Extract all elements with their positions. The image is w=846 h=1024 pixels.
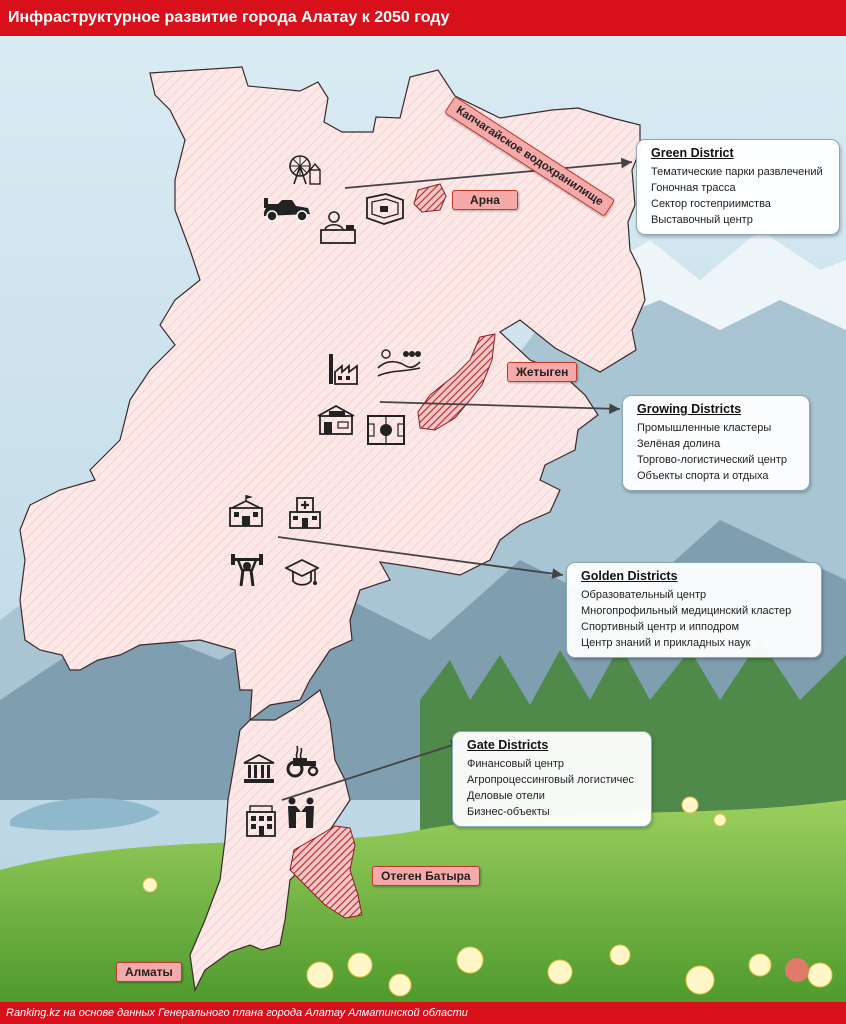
golden-districts-arrow	[277, 536, 564, 579]
green-district-card: Green District Тематические парки развле…	[636, 139, 840, 235]
list-item: Сектор гостеприимства	[651, 198, 771, 210]
reception-desk-icon	[320, 211, 356, 244]
list-item: Гоночная трасса	[651, 182, 736, 194]
list-item: Агропроцессинговый логистичес	[467, 774, 634, 786]
golden-districts-title: Golden Districts	[581, 569, 678, 583]
list-item: Объекты спорта и отдыха	[637, 470, 769, 482]
race-car-icon	[264, 198, 310, 222]
ferris-wheel-icon	[289, 155, 321, 185]
arna-zone	[413, 183, 447, 213]
hotel-icon	[246, 805, 276, 837]
stadium-icon	[367, 415, 405, 445]
arna-label: Арна	[452, 190, 518, 210]
list-item: Выставочный центр	[651, 214, 753, 226]
gate-districts-list: Финансовый центр Агропроцессинговый логи…	[467, 756, 639, 820]
flowers	[142, 796, 833, 997]
weightlifter-icon	[231, 554, 263, 587]
list-item: Зелёная долина	[637, 438, 721, 450]
school-icon	[229, 495, 263, 527]
otegen-zone	[289, 825, 363, 919]
zhetygen-zone	[417, 333, 496, 431]
valley-icon	[377, 349, 421, 377]
list-item: Финансовый центр	[467, 758, 564, 770]
list-item: Деловые отели	[467, 790, 545, 802]
hospital-icon	[289, 497, 321, 529]
zhetygen-label: Жетыген	[507, 362, 578, 382]
growing-districts-list: Промышленные кластеры Зелёная долина Тор…	[637, 420, 797, 484]
handshake-icon	[288, 797, 314, 828]
list-item: Образовательный центр	[581, 589, 707, 601]
list-item: Центр знаний и прикладных наук	[581, 637, 751, 649]
otegen-batyr-label: Отеген Батыра	[372, 866, 480, 886]
growing-districts-title: Growing Districts	[637, 402, 742, 416]
mountain-snow	[600, 230, 846, 330]
factory-icon	[329, 354, 358, 385]
list-item: Бизнес-объекты	[467, 806, 550, 818]
list-item: Торгово-логистический центр	[637, 454, 788, 466]
growing-districts-card: Growing Districts Промышленные кластеры …	[622, 395, 810, 491]
city-territory	[19, 66, 646, 992]
golden-districts-card: Golden Districts Образовательный центр М…	[566, 562, 822, 658]
graduation-cap-icon	[285, 558, 319, 586]
bank-icon	[243, 753, 275, 783]
gate-districts-title: Gate Districts	[467, 738, 549, 752]
exhibition-stand-icon	[366, 193, 404, 225]
list-item: Тематические парки развлечений	[651, 166, 823, 178]
list-item: Промышленные кластеры	[637, 422, 772, 434]
list-item: Спортивный центр и ипподром	[581, 621, 740, 633]
green-district-title: Green District	[651, 146, 734, 160]
list-item: Многопрофильный медицинский кластер	[581, 605, 792, 617]
red-berry	[785, 958, 809, 982]
tractor-icon	[286, 745, 319, 778]
almaty-label: Алматы	[116, 962, 182, 982]
lake	[10, 798, 160, 831]
green-district-list: Тематические парки развлечений Гоночная …	[651, 164, 827, 228]
green-district-arrow	[344, 157, 633, 189]
gate-districts-card: Gate Districts Финансовый центр Агропроц…	[452, 731, 652, 827]
mall-icon	[317, 404, 355, 435]
gate-districts-arrow	[281, 740, 463, 801]
golden-districts-list: Образовательный центр Многопрофильный ме…	[581, 587, 809, 651]
source-footer: Ranking.kz на основе данных Генерального…	[0, 1002, 846, 1024]
growing-districts-arrow	[379, 401, 621, 415]
page-title: Инфраструктурное развитие города Алатау …	[0, 0, 846, 36]
